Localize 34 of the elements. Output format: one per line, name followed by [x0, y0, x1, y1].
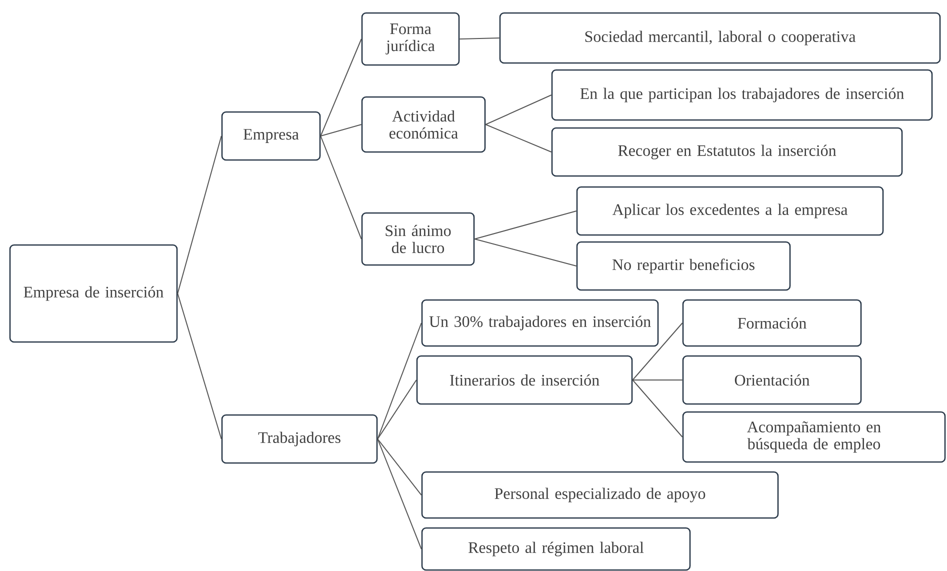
connector-line [474, 210, 577, 240]
tree-box: Respeto al régimen laboral [421, 527, 691, 571]
connector-line [320, 38, 362, 136]
tree-box: Sin ánimo de lucro [361, 212, 475, 266]
connector-line [377, 438, 422, 550]
tree-box: Empresa [221, 111, 321, 161]
tree-box: Un 30% trabajadores en inserción [421, 299, 659, 347]
tree-box: Sociedad mercantil, laboral o cooperativa [499, 12, 941, 64]
connector-line [320, 124, 362, 136]
connector-line [320, 136, 362, 240]
connector-line [177, 136, 222, 294]
tree-box: Orientación [682, 355, 862, 405]
tree-box: Forma jurídica [361, 12, 460, 66]
connector-line [377, 322, 422, 440]
connector-line [377, 438, 422, 496]
tree-box: Personal especializado de apoyo [421, 471, 779, 519]
tree-box: No repartir beneficios [576, 241, 791, 291]
tree-box: Trabajadores [221, 414, 378, 464]
tree-box: En la que participan los trabajadores de inserción [551, 69, 933, 121]
connector-line [485, 94, 552, 125]
tree-box: Recoger en Estatutos la inserción [551, 127, 903, 177]
connector-line [632, 322, 683, 380]
connector-line [632, 380, 683, 438]
tree-box: Aplicar los excedentes a la empresa [576, 186, 884, 236]
tree-box: Formación [682, 299, 862, 347]
connector-line [459, 38, 500, 40]
connector-line [177, 293, 222, 440]
tree-box: Acompañamiento en búsqueda de empleo [682, 411, 946, 463]
connector-line [485, 124, 552, 152]
connector-line [474, 238, 577, 266]
tree-box: Empresa de inserción [9, 244, 178, 343]
tree-box: Itinerarios de inserción [416, 355, 633, 405]
connector-line [377, 380, 417, 440]
tree-box: Actividad económica [361, 96, 486, 153]
